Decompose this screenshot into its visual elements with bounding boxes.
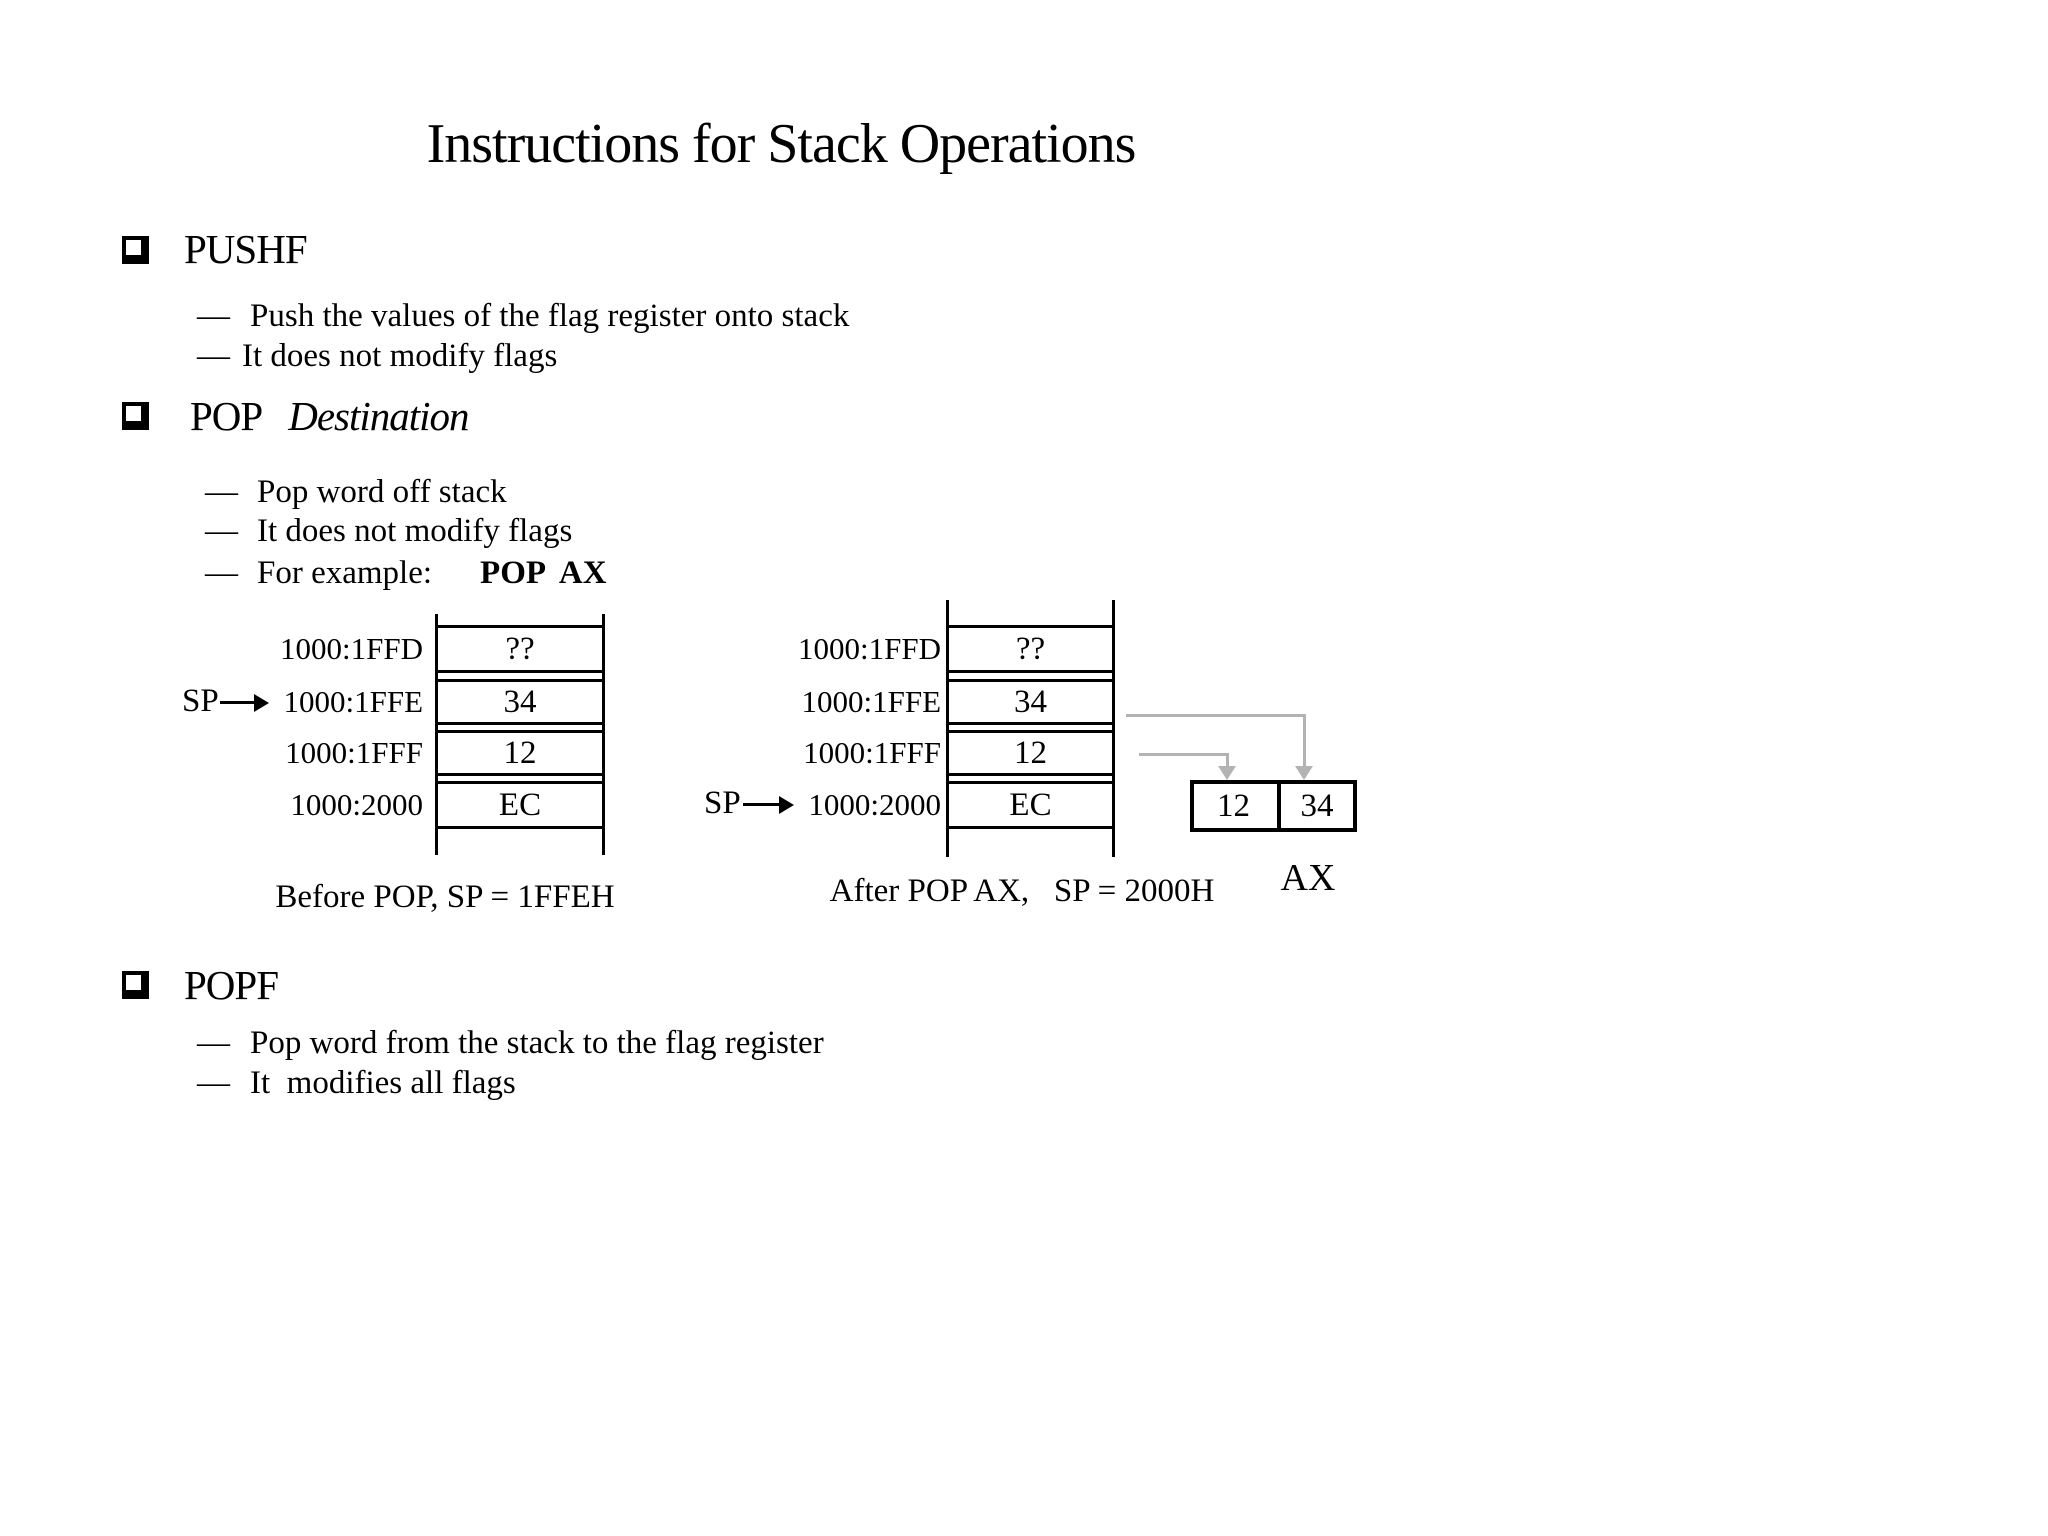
pushf-bullet-1: — Push the values of the flag register on… <box>197 296 849 336</box>
before-stack-cell: EC <box>435 781 605 829</box>
before-address: 1000:1FFD <box>280 631 423 666</box>
transfer-line-high-drop <box>1303 714 1306 768</box>
pushf-heading: PUSHF <box>184 226 308 272</box>
popf-bullet-2-text: It modifies all flags <box>250 1065 516 1101</box>
pop-heading: POP Destination <box>190 393 470 439</box>
dash-icon: — <box>197 338 230 374</box>
ax-cell-low: 12 <box>1217 788 1250 824</box>
transfer-arrowhead-icon <box>1218 766 1236 780</box>
after-address: 1000:2000 <box>808 787 941 822</box>
after-stack-cell: 12 <box>946 730 1115 776</box>
popf-bullet-1-text: Pop word from the stack to the flag regi… <box>250 1025 824 1061</box>
popf-bullet-1: — Pop word from the stack to the flag reg… <box>197 1023 824 1063</box>
popf-heading: POPF <box>184 962 279 1008</box>
before-stack-cell: 34 <box>435 679 605 725</box>
after-sp-label: SP <box>704 785 741 821</box>
bullet-square-icon <box>122 236 149 264</box>
transfer-line-low <box>1139 753 1229 756</box>
pop-bullet-2: — It does not modify flags <box>205 511 572 551</box>
popf-bullet-2: — It modifies all flags <box>197 1063 516 1103</box>
after-address: 1000:1FFF <box>803 735 941 770</box>
pop-example-code: POP AX <box>480 555 607 591</box>
ax-register-label: AX <box>1280 857 1336 899</box>
bullet-square-icon <box>122 971 149 999</box>
dash-icon: — <box>197 298 230 334</box>
page-title: Instructions for Stack Operations <box>426 113 1137 175</box>
pushf-bullet-1-text: Push the values of the flag register ont… <box>250 298 850 334</box>
pushf-bullet-2: — It does not modify flags <box>197 336 557 376</box>
ax-cell-high: 34 <box>1300 788 1334 824</box>
after-stack-left-rail <box>946 600 949 857</box>
ax-register-box <box>1190 780 1357 832</box>
before-caption: Before POP, SP = 1FFEH <box>275 879 615 915</box>
pop-bullet-1: — Pop word off stack <box>205 472 507 512</box>
after-stack-cell: EC <box>946 781 1115 829</box>
before-address: 1000:1FFF <box>285 735 423 770</box>
pop-operand: Destination <box>288 393 469 439</box>
after-sp-arrowhead-icon <box>779 796 794 814</box>
pushf-bullet-2-text: It does not modify flags <box>242 338 558 374</box>
after-sp-arrow <box>743 803 779 806</box>
pop-bullet-example: — For example: POP AX <box>205 553 607 593</box>
bullet-square-icon <box>122 402 149 430</box>
after-stack-right-rail <box>1112 600 1115 857</box>
pop-heading-text: POP <box>190 393 263 439</box>
before-stack-cell: ?? <box>435 625 605 673</box>
after-stack-cell: 34 <box>946 679 1115 725</box>
before-address: 1000:2000 <box>290 787 423 822</box>
before-stack-cell: 12 <box>435 730 605 776</box>
dash-icon: — <box>197 1025 230 1061</box>
dash-icon: — <box>197 1065 230 1101</box>
pop-bullet-2-text: It does not modify flags <box>257 513 573 549</box>
dash-icon: — <box>205 474 238 510</box>
before-sp-label: SP <box>182 683 219 719</box>
before-sp-arrowhead-icon <box>254 694 269 712</box>
ax-register-divider <box>1277 784 1281 828</box>
dash-icon: — <box>205 513 238 549</box>
after-caption: After POP AX, SP = 2000H <box>829 873 1215 909</box>
after-stack-cell: ?? <box>946 625 1115 673</box>
after-address: 1000:1FFE <box>801 684 941 719</box>
transfer-line-high <box>1126 714 1306 717</box>
dash-icon: — <box>205 555 238 591</box>
transfer-arrowhead-icon <box>1295 766 1313 780</box>
before-address: 1000:1FFE <box>283 684 423 719</box>
transfer-line-low-drop <box>1226 753 1229 768</box>
pop-example-prefix: For example: <box>257 555 433 591</box>
pop-bullet-1-text: Pop word off stack <box>257 474 507 510</box>
before-sp-arrow <box>220 701 254 704</box>
after-address: 1000:1FFD <box>798 631 941 666</box>
